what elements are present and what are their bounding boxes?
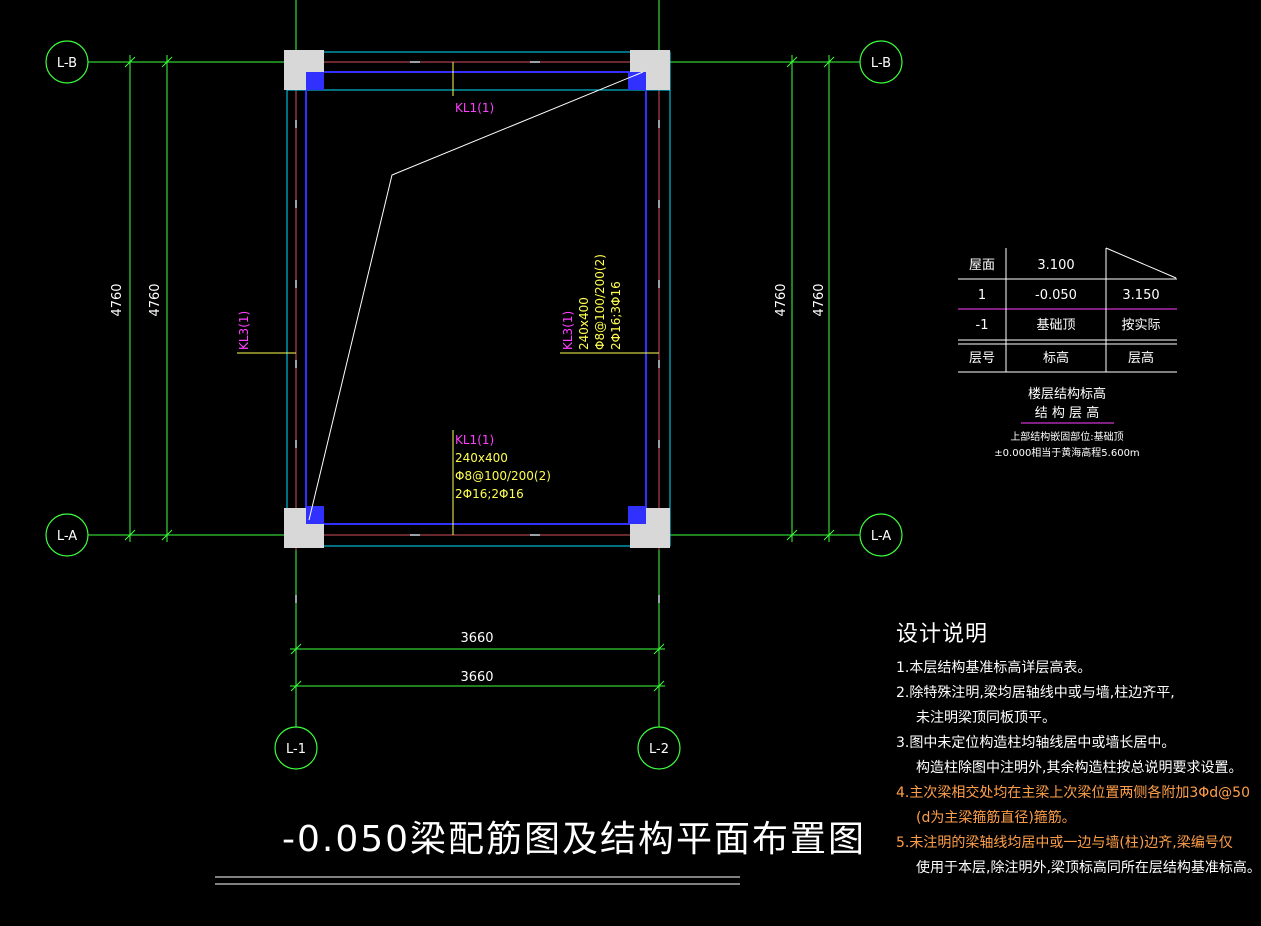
dim-vertical-3: 4760 bbox=[774, 283, 789, 316]
design-note-line: 3.图中未定位构造柱均轴线居中或墙长居中。 bbox=[896, 735, 1176, 751]
level-header-col-0: 层号 bbox=[969, 351, 995, 366]
dimension-lines bbox=[88, 0, 862, 727]
beam-bars-kl1: 2Φ16;2Φ16 bbox=[455, 487, 524, 501]
design-notes: 设计说明 1.本层结构基准标高详层高表。 2.除特殊注明,梁均居轴线中或与墙,柱边… bbox=[896, 620, 1261, 881]
level-row-1-col-2: 3.150 bbox=[1122, 288, 1159, 303]
break-line bbox=[308, 71, 644, 521]
axis-bubble-la-left bbox=[45, 513, 89, 557]
design-note-line: 1.本层结构基准标高详层高表。 bbox=[896, 660, 1092, 676]
dim-vertical-2: 4760 bbox=[148, 283, 163, 316]
beam-outline bbox=[305, 71, 647, 525]
columns bbox=[284, 50, 670, 548]
dim-horizontal-2: 3660 bbox=[460, 670, 493, 685]
beam-bars-kl3: 2Φ16;3Φ16 bbox=[609, 281, 623, 350]
level-row-2-col-2: 按实际 bbox=[1121, 318, 1160, 333]
level-note-1: 上部结构嵌固部位:基础顶 bbox=[1010, 430, 1123, 443]
axis-label-la-right: L-A bbox=[871, 529, 891, 544]
beam-stirrup-kl1: Φ8@100/200(2) bbox=[455, 469, 551, 483]
dim-horizontal-1: 3660 bbox=[460, 631, 493, 646]
level-caption-2: 结 构 层 高 bbox=[1035, 405, 1099, 421]
axis-bubble-lb-right bbox=[859, 40, 903, 84]
design-note-line: 使用于本层,除注明外,梁顶标高同所在层结构基准标高。 bbox=[916, 860, 1261, 876]
axis-label-lb-right: L-B bbox=[871, 56, 891, 71]
beam-section-kl1: 240x400 bbox=[455, 451, 508, 465]
level-header-col-1: 标高 bbox=[1043, 350, 1069, 366]
dim-vertical-1: 4760 bbox=[110, 283, 125, 316]
beam-leaders bbox=[237, 62, 659, 535]
axis-label-l1: L-1 bbox=[286, 742, 306, 757]
level-row-1-col-0: 1 bbox=[978, 288, 986, 303]
axis-bubble-l2 bbox=[637, 726, 681, 770]
level-note-2: ±0.000相当于黄海高程5.600m bbox=[994, 446, 1139, 459]
axis-label-la-left: L-A bbox=[57, 529, 77, 544]
drawing-title: -0.050梁配筋图及结构平面布置图 bbox=[282, 819, 867, 860]
level-row-2-col-0: -1 bbox=[976, 318, 989, 333]
design-notes-title: 设计说明 bbox=[896, 622, 989, 647]
axis-label-lb-left: L-B bbox=[57, 56, 77, 71]
level-header-col-2: 层高 bbox=[1128, 350, 1154, 366]
design-notes-list: 1.本层结构基准标高详层高表。 2.除特殊注明,梁均居轴线中或与墙,柱边齐平, 未注… bbox=[896, 656, 1261, 881]
title-underline bbox=[215, 876, 740, 885]
axis-bubble-l1 bbox=[274, 726, 318, 770]
level-row-0-col-1: 3.100 bbox=[1037, 258, 1074, 273]
axis-bubble-la-right bbox=[859, 513, 903, 557]
level-caption-1: 楼层结构标高 bbox=[1028, 386, 1106, 402]
design-note-line: 4.主次梁相交处均在主梁上次梁位置两侧各附加3Φd@50 bbox=[896, 785, 1250, 801]
beam-section-kl3: 240x400 bbox=[577, 297, 591, 350]
design-note-line: 未注明梁顶同板顶平。 bbox=[916, 710, 1056, 726]
level-row-1-col-1: -0.050 bbox=[1035, 288, 1077, 303]
beam-label-kl3-right: KL3(1) bbox=[561, 311, 575, 350]
beam-label-kl1-top: KL1(1) bbox=[455, 101, 494, 115]
design-note-line: 2.除特殊注明,梁均居轴线中或与墙,柱边齐平, bbox=[896, 685, 1175, 701]
level-table: 屋面 3.100 1 -0.050 3.150 -1 基础顶 按实际 层号 标高… bbox=[958, 247, 1177, 459]
design-note-line: 5.未注明的梁轴线均居中或一边与墙(柱)边齐,梁编号仅 bbox=[896, 835, 1233, 851]
dim-vertical-4: 4760 bbox=[812, 283, 827, 316]
axis-bubble-lb-left bbox=[45, 40, 89, 84]
level-row-2-col-1: 基础顶 bbox=[1036, 318, 1075, 333]
beam-label-kl3-left: KL3(1) bbox=[237, 311, 251, 350]
wall-outline bbox=[286, 51, 671, 547]
beam-stirrup-kl3: Φ8@100/200(2) bbox=[593, 254, 607, 350]
design-note-line: (d为主梁箍筋直径)箍筋。 bbox=[916, 810, 1076, 826]
axis-dash-marks bbox=[295, 61, 660, 603]
axis-label-l2: L-2 bbox=[649, 742, 669, 757]
axis-bubbles bbox=[45, 40, 903, 770]
beam-label-kl1-bottom: KL1(1) bbox=[455, 433, 494, 447]
design-note-line: 构造柱除图中注明外,其余构造柱按总说明要求设置。 bbox=[916, 760, 1243, 776]
level-row-0-col-0: 屋面 bbox=[969, 258, 995, 273]
